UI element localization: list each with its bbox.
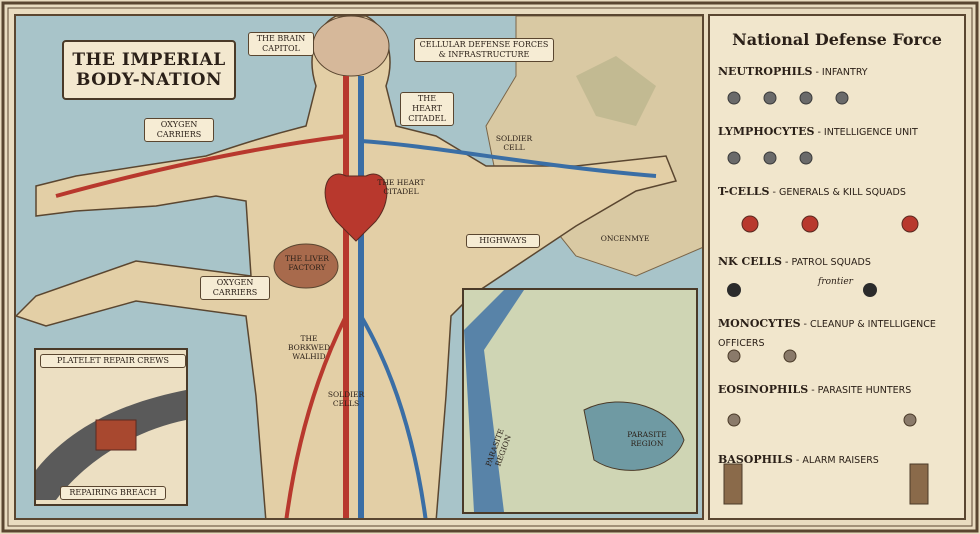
legend-role-monocytes: CLEANUP & INTELLIGENCE OFFICERS xyxy=(718,319,936,349)
legend-role-eosinophils: PARASITE HUNTERS xyxy=(817,385,912,396)
lymphocyte-scout-icon xyxy=(799,151,813,165)
label-liver-factory: THE LIVER FACTORY xyxy=(285,254,329,272)
label-oncenmye: ONCENMYE xyxy=(600,234,650,243)
platelet-inset-title: PLATELET REPAIR CREWS xyxy=(40,354,186,368)
legend-role-neutrophils: INFANTRY xyxy=(821,67,868,78)
monocyte-officer-icon xyxy=(727,349,741,363)
legend-name-eosinophils: EOSINOPHILS xyxy=(718,383,809,396)
legend-role-lymphocytes: INTELLIGENCE UNIT xyxy=(823,127,918,138)
legend-row-eosinophils: EOSINOPHILS - PARASITE HUNTERS xyxy=(718,383,912,396)
legend-name-lymphocytes: LYMPHOCYTES xyxy=(718,125,815,138)
left-leg-artery xyxy=(284,315,348,518)
label-oxygen-carriers-2: OXYGEN CARRIERS xyxy=(200,276,270,300)
liver-factory xyxy=(273,243,339,289)
monocyte-officer-icon xyxy=(783,349,797,363)
label-parasite-region: PARASITE REGION xyxy=(627,430,667,448)
legend-role-basophils: ALARM RAISERS xyxy=(802,455,879,466)
legend-row-nk-cells: NK CELLS - PATROL SQUADS frontier xyxy=(718,255,871,287)
legend-name-neutrophils: NEUTROPHILS xyxy=(718,65,813,78)
platelet-scene xyxy=(36,390,186,500)
legend-name-basophils: BASOPHILS xyxy=(718,453,793,466)
label-borkwed-walhid: THE BORKWED WALHID xyxy=(288,334,330,361)
label-heart-citadel-top: THE HEART CITADEL xyxy=(400,92,454,126)
label-soldier-cell: SOLDIER CELL xyxy=(495,134,533,152)
heart-citadel xyxy=(324,173,388,242)
watchtower-icon xyxy=(723,463,743,505)
parasite-inset: PARASITE REGION PARASITE REGION xyxy=(462,288,698,514)
map-title-line1: THE IMPERIAL xyxy=(72,50,226,70)
body-map-drawing xyxy=(16,16,702,518)
neutrophil-soldier-icon xyxy=(727,91,741,105)
label-heart-citadel: THE HEART CITADEL xyxy=(377,178,425,196)
label-highways: HIGHWAYS xyxy=(466,234,540,248)
label-brain-capitol: THE BRAIN CAPITOL xyxy=(248,32,314,56)
parasite-swamp xyxy=(583,401,685,471)
legend-row-lymphocytes: LYMPHOCYTES - INTELLIGENCE UNIT xyxy=(718,125,918,138)
brick-wall xyxy=(95,419,137,451)
watchtower-icon xyxy=(909,463,929,505)
lymphocyte-scout-icon xyxy=(727,151,741,165)
lymphocyte-scout-icon xyxy=(763,151,777,165)
legend-title: National Defense Force xyxy=(732,30,942,49)
legend-row-basophils: BASOPHILS - ALARM RAISERS xyxy=(718,453,879,466)
label-soldier-cells: SOLDIER CELLS xyxy=(327,390,365,408)
eosinophil-hunter-icon xyxy=(903,413,917,427)
neutrophil-soldier-icon xyxy=(763,91,777,105)
nk-cell-hooded-icon xyxy=(727,283,741,297)
legend-panel: National Defense Force NEUTROPHILS - INF… xyxy=(708,14,966,520)
eastern-hills xyxy=(576,56,656,126)
left-arm-artery xyxy=(55,134,347,198)
label-oxygen-carriers-1: OXYGEN CARRIERS xyxy=(144,118,214,142)
nk-cell-hooded-icon xyxy=(863,283,877,297)
map-title-line2: BODY-NATION xyxy=(76,70,222,90)
t-cell-knight-icon xyxy=(801,215,819,233)
map-title-banner: THE IMPERIAL BODY-NATION xyxy=(62,40,236,100)
platelet-inset: PLATELET REPAIR CREWS REPAIRING BREACH xyxy=(34,348,188,506)
legend-name-monocytes: MONOCYTES xyxy=(718,317,801,330)
legend-row-t-cells: T-CELLS - GENERALS & KILL SQUADS xyxy=(718,185,906,198)
brain-capitol xyxy=(312,16,390,77)
inset-river xyxy=(464,290,524,512)
legend-name-t-cells: T-CELLS xyxy=(718,185,770,198)
legend-row-neutrophils: NEUTROPHILS - INFANTRY xyxy=(718,65,868,78)
t-cell-knight-icon xyxy=(741,215,759,233)
legend-row-monocytes: MONOCYTES - CLEANUP & INTELLIGENCE OFFIC… xyxy=(718,317,936,349)
neutrophil-soldier-icon xyxy=(799,91,813,105)
right-arm-vein xyxy=(360,139,657,178)
legend-role-nk-cells: PATROL SQUADS xyxy=(791,257,871,268)
legend-role-t-cells: GENERALS & KILL SQUADS xyxy=(778,187,906,198)
platelet-inset-caption: REPAIRING BREACH xyxy=(60,486,166,500)
label-defense-forces: CELLULAR DEFENSE FORCES & INFRASTRUCTURE xyxy=(414,38,554,62)
eosinophil-hunter-icon xyxy=(727,413,741,427)
legend-name-nk-cells: NK CELLS xyxy=(718,255,782,268)
right-leg-vein xyxy=(359,314,428,518)
legend-nk-note: frontier xyxy=(818,277,853,287)
neutrophil-soldier-icon xyxy=(835,91,849,105)
pathogen-monster-icon xyxy=(901,215,919,233)
parasite-scene xyxy=(464,290,685,512)
